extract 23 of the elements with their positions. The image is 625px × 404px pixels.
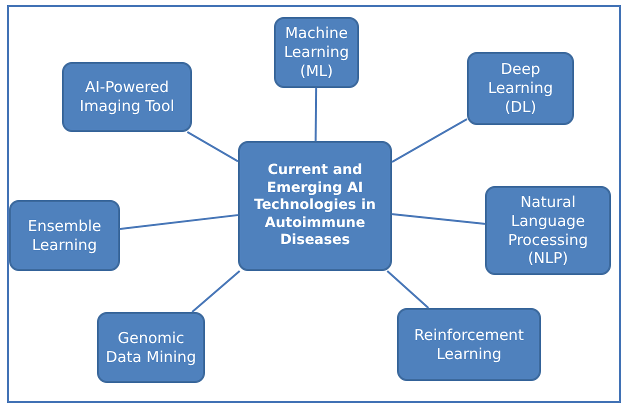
topic-label: Ensemble Learning [26,216,102,254]
connector-line [314,88,318,142]
topic-label: Natural Language Processing (NLP) [506,193,590,268]
central-topic-box [238,141,392,271]
topic-box [62,62,192,132]
topic-box [274,17,359,88]
topic-label: Reinforcement Learning [413,326,525,364]
topic-label: AI-Powered Imaging Tool [78,78,176,116]
topic-box [485,186,611,275]
connector-line [386,270,430,309]
connector-line [392,213,486,225]
topic-label: Current and Emerging AI Technologies in Autoimmune Diseases [253,162,377,250]
topic-box [397,308,541,381]
topic-box [9,200,120,271]
topic-box [467,52,574,125]
connector-line [186,131,238,162]
topic-box [97,312,205,383]
connector-line [120,214,238,230]
topic-label: Genomic Data Mining [104,328,198,366]
connector-line [192,270,240,313]
topic-label: Machine Learning (ML) [282,24,350,81]
connector-line [392,118,468,163]
topic-label: Deep Learning (DL) [486,60,554,117]
